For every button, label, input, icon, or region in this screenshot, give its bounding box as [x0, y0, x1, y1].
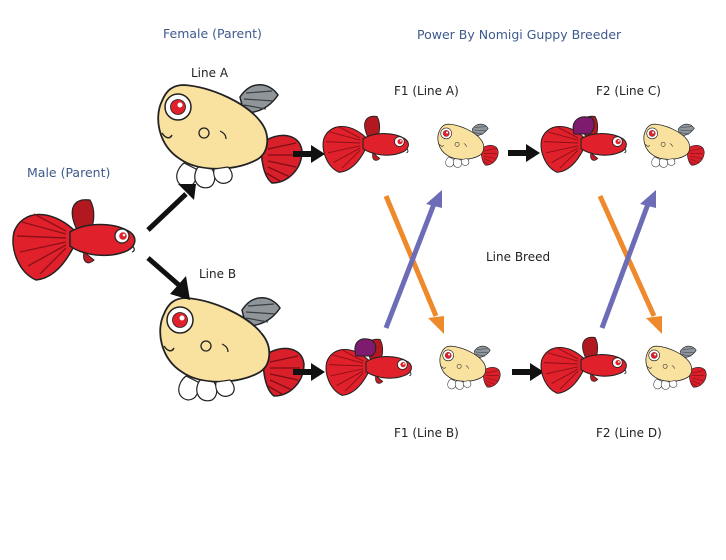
female-parent-label: Female (Parent)	[163, 26, 262, 41]
male-parent-label: Male (Parent)	[27, 165, 111, 180]
f1-line-a-female-guppy-icon	[437, 123, 499, 168]
f2-line-c-label: F2 (Line C)	[596, 84, 661, 98]
parent-arrow-down	[146, 256, 190, 300]
arrow-to-f2-c	[508, 144, 540, 162]
male-parent-guppy-icon	[12, 199, 136, 281]
line-breed-label: Line Breed	[486, 250, 551, 264]
cross-arrow-orange-f1	[383, 195, 444, 334]
brand-label: Power By Nomigi Guppy Breeder	[417, 27, 622, 42]
f1-line-b-female-guppy-icon	[439, 345, 501, 390]
f1-line-a-male-guppy-icon	[322, 115, 409, 173]
f1-line-a-label: F1 (Line A)	[394, 84, 459, 98]
arrow-to-f2-d	[512, 363, 544, 381]
f2-line-d-label: F2 (Line D)	[596, 426, 662, 440]
parent-arrow-up	[146, 184, 196, 232]
f1-line-b-male-dorsal-purple	[354, 338, 377, 357]
arrow-to-f1-b	[293, 363, 325, 381]
female-line-b-guppy-icon	[159, 296, 305, 402]
female-line-a-guppy-icon	[157, 83, 303, 189]
arrow-to-f1-a	[293, 145, 325, 163]
cross-arrow-purple-f1	[383, 190, 442, 329]
cross-arrow-purple-f2	[599, 190, 656, 329]
f1-line-b-label: F1 (Line B)	[394, 426, 459, 440]
f2-line-c-female-guppy-icon	[643, 123, 705, 168]
line-a-label: Line A	[191, 66, 229, 80]
f2-line-d-female-guppy-icon	[645, 345, 707, 390]
f2-line-c-male-dorsal-purple	[572, 116, 595, 135]
line-b-label: Line B	[199, 267, 237, 281]
f2-line-d-male-guppy-icon	[540, 336, 627, 394]
